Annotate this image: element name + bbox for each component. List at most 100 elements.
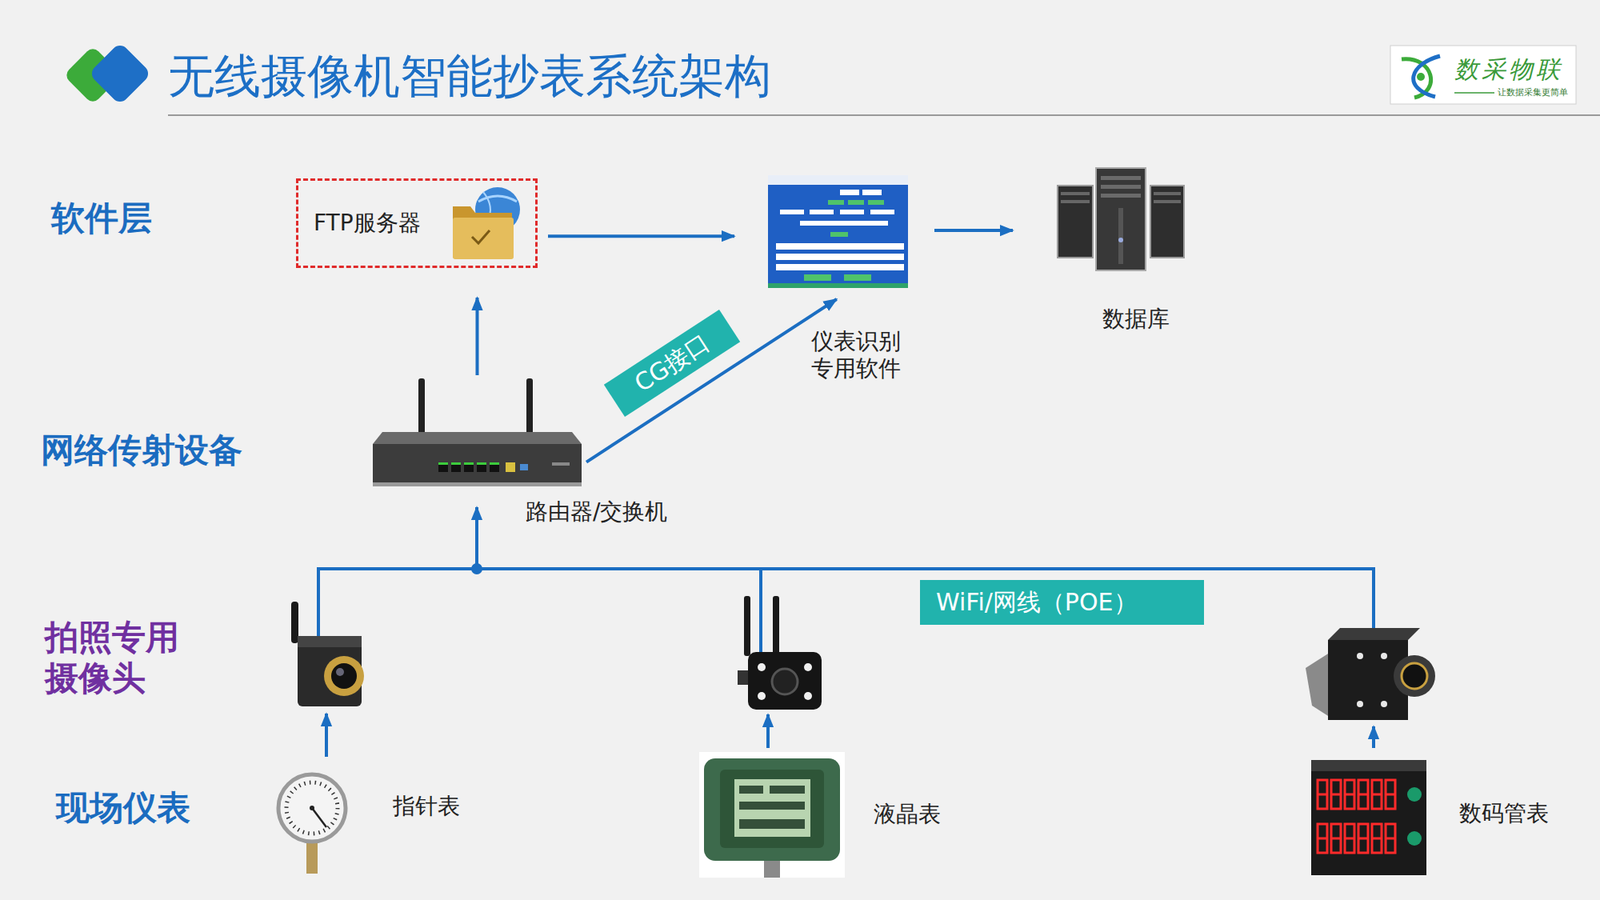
meter-label: 数码管表 (1459, 800, 1549, 828)
ftp-folder-icon (478, 196, 517, 202)
camera-one (336, 668, 344, 676)
camera-two (804, 692, 812, 700)
router-device (451, 462, 461, 472)
router-device (372, 378, 582, 487)
router-switch: 路由器/交换机 (372, 375, 582, 488)
router-device (489, 462, 500, 465)
meter-to-camera-arrows (324, 713, 328, 757)
digital-tube-meter (1311, 760, 1427, 876)
camera-three (1356, 700, 1364, 708)
router-device (526, 378, 533, 435)
router-device (505, 462, 516, 472)
lcd-meter (739, 801, 805, 810)
digital-tube-meter (1331, 824, 1341, 853)
software-screenshot (768, 175, 908, 185)
router-device (476, 462, 487, 465)
camera-one (297, 636, 362, 648)
software-screenshot (776, 243, 904, 250)
camera-three (1328, 628, 1420, 640)
node-label: 仪表识别 专用软件 (811, 328, 912, 383)
digital-tube-meter (1385, 824, 1396, 853)
router-device (438, 462, 448, 465)
company-logo (1416, 72, 1425, 81)
camera-three (1393, 655, 1436, 697)
lcd-meter (699, 752, 845, 878)
database-servers (1153, 192, 1181, 196)
layer-label: 网络传射设备 (40, 430, 243, 471)
meter-to-camera-arrows (766, 714, 770, 748)
digital-tube-meter (1372, 824, 1382, 853)
software-screenshot (768, 175, 908, 288)
digital-tube-meter (1317, 780, 1396, 853)
lcd-meter (699, 752, 845, 878)
software-screenshot (768, 175, 908, 288)
software-screenshot (840, 189, 860, 196)
meter-to-camera-arrows (326, 713, 1374, 757)
camera-three (1380, 652, 1388, 660)
camera-two (757, 663, 766, 672)
ftp-folder-icon (452, 217, 514, 260)
connector-arrow (934, 228, 1013, 232)
meter-to-camera-arrows (1372, 726, 1376, 748)
layer-label: 软件层 (51, 198, 152, 239)
lcd-meter (739, 819, 805, 829)
bus-junction (471, 563, 483, 575)
camera-two (757, 692, 766, 700)
pointer-gauge (306, 840, 318, 874)
digital-tube-meter (1331, 780, 1341, 809)
software-screenshot (768, 283, 908, 288)
layer-label: 拍照专用 摄像头 (44, 616, 189, 699)
camera-one (331, 663, 357, 689)
digital-tube-meter (1317, 824, 1328, 853)
software-screenshot (804, 274, 832, 281)
software-screenshot (800, 220, 888, 226)
connector-arrow (476, 297, 480, 376)
digital-tube-meter (1358, 780, 1368, 809)
logo-slogan: 让数据采集更简单 (1497, 87, 1568, 98)
title-rule (168, 115, 1600, 116)
node-label: 路由器/交换机 (525, 498, 668, 526)
router-device (418, 378, 425, 435)
recognition-software: 仪表识别 专用软件 (768, 175, 908, 288)
camera-three (1356, 652, 1364, 660)
camera-one (291, 601, 364, 707)
software-screenshot (848, 200, 864, 205)
bus-junction (471, 563, 483, 575)
database-servers (1060, 192, 1090, 196)
database-servers (1100, 184, 1141, 189)
logo-name: 数采物联 (1454, 55, 1564, 84)
digital-tube-meter (1317, 780, 1328, 809)
database-servers (1150, 185, 1184, 258)
pointer-gauge (312, 808, 327, 828)
camera-two (744, 596, 751, 656)
database-servers (1060, 200, 1090, 204)
brand-diamonds (88, 41, 152, 105)
software-screenshot (809, 209, 834, 215)
digital-tube-meter (1385, 780, 1396, 809)
database-servers (1096, 168, 1146, 271)
brand-diamonds (63, 41, 152, 105)
digital-tube-meter (1311, 760, 1427, 772)
software-screenshot (862, 189, 882, 196)
database-servers (1100, 176, 1141, 180)
ftp-server-box: FTP服务器 (296, 178, 538, 268)
database-servers (1057, 168, 1184, 271)
software-screenshot (780, 209, 804, 215)
database-servers (1118, 208, 1124, 264)
camera-three (1380, 700, 1388, 708)
camera-one (291, 601, 299, 644)
company-logo (1390, 45, 1576, 104)
network-bus (1372, 567, 1376, 628)
router-device (464, 462, 474, 472)
router-device (552, 462, 570, 466)
router-device (520, 464, 528, 471)
lcd-meter (704, 758, 840, 861)
lcd-meter (739, 785, 764, 794)
digital-tube-meter (1344, 824, 1355, 853)
router-device (372, 444, 582, 484)
camera-two (772, 668, 798, 695)
meter-label: 液晶表 (873, 800, 941, 828)
network-bus (318, 507, 1374, 652)
node-label: 数据库 (1102, 305, 1170, 333)
